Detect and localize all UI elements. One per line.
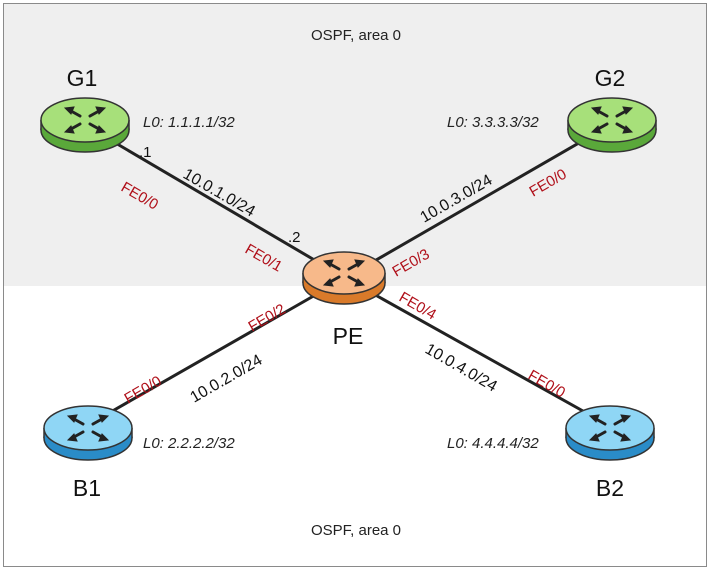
b2-loopback: L0: 4.4.4.4/32 [447, 435, 539, 452]
router-b1[interactable] [43, 405, 133, 461]
router-b2[interactable] [565, 405, 655, 461]
link-b2-pe [344, 276, 609, 427]
g1-loopback: L0: 1.1.1.1/32 [143, 114, 235, 131]
b1-name: B1 [73, 475, 101, 501]
router-g1[interactable] [40, 97, 130, 153]
g2-name: G2 [595, 65, 626, 91]
b2-name: B2 [596, 475, 624, 501]
top-area-label: OSPF, area 0 [311, 27, 401, 44]
router-top [40, 97, 130, 143]
b1-loopback: L0: 2.2.2.2/32 [143, 435, 235, 452]
g2-loopback: L0: 3.3.3.3/32 [447, 114, 539, 131]
link-g2-pe [344, 123, 611, 280]
g1-name: G1 [67, 65, 98, 91]
g1-host-id: .1 [139, 144, 152, 161]
bottom-area-label: OSPF, area 0 [311, 522, 401, 539]
router-pe[interactable] [302, 251, 386, 305]
router-top [302, 251, 386, 295]
link-g1-pe [84, 123, 346, 280]
pe-host-id: .2 [288, 229, 301, 246]
link-b1-pe [87, 276, 346, 427]
router-g2[interactable] [567, 97, 657, 153]
router-top [43, 405, 133, 451]
pe-name: PE [333, 323, 364, 349]
router-top [567, 97, 657, 143]
router-top [565, 405, 655, 451]
